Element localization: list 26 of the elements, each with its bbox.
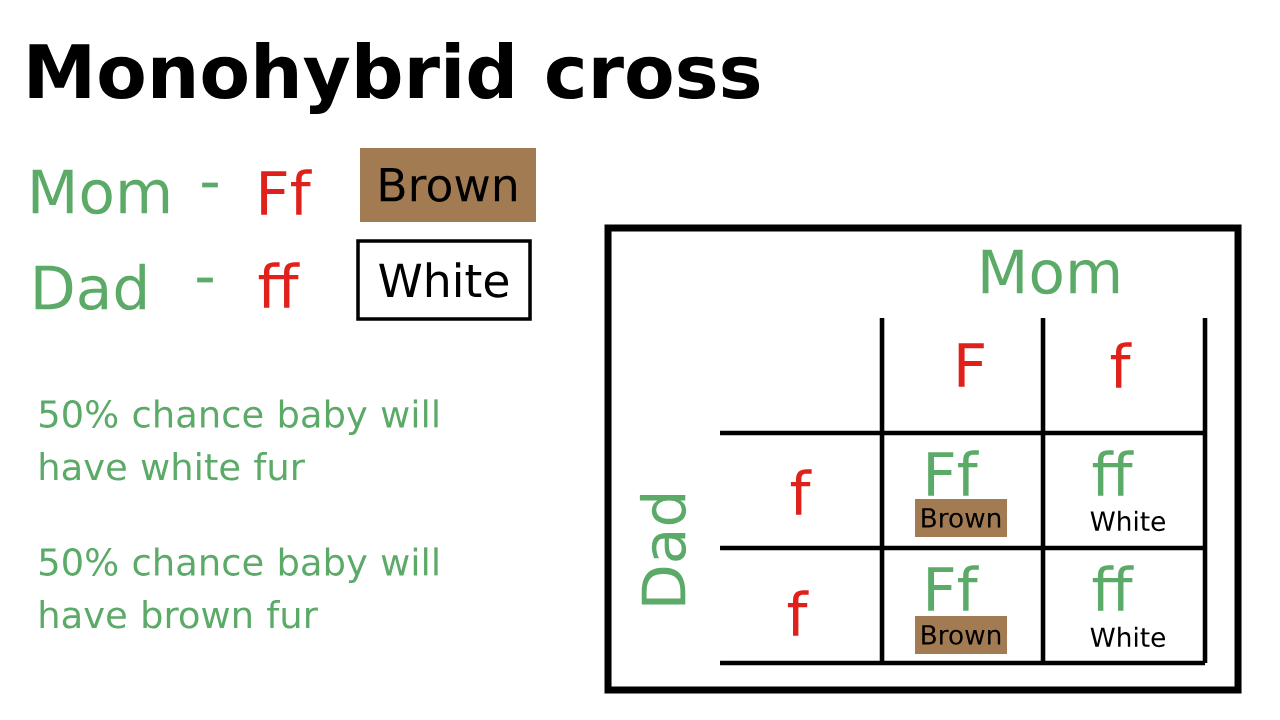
allele-label: f [1110, 342, 1132, 388]
phenotype-box: Brown [360, 147, 536, 222]
dash: - [202, 182, 218, 188]
dash: - [197, 277, 213, 283]
genotype-label: Ff [928, 565, 979, 611]
punnett-frame [604, 224, 1242, 694]
parent-label: Mom [32, 169, 169, 215]
genotype-label: ff [1092, 450, 1134, 496]
phenotype-label: White [1090, 626, 1165, 648]
header-label: Dad [639, 495, 687, 605]
phenotype-box: Brown [915, 499, 1007, 537]
note-text: 50% chance baby will have white fur [40, 399, 438, 481]
genotype-label: ff [1092, 565, 1134, 611]
genotype-label: Ff [261, 169, 312, 215]
note-text: 50% chance baby will have brown fur [40, 547, 438, 629]
allele-label: f [790, 469, 812, 515]
phenotype-label: White [1090, 510, 1165, 532]
parent-label: Dad [35, 263, 145, 311]
allele-label: F [958, 343, 984, 387]
title: Monohybrid cross [29, 42, 760, 114]
genotype-label: Ff [928, 450, 979, 496]
phenotype-box: Brown [915, 616, 1007, 654]
genotype-label: ff [258, 262, 300, 308]
phenotype-box: White [356, 239, 532, 321]
allele-label: f [787, 590, 809, 636]
header-label: Mom [982, 249, 1119, 295]
